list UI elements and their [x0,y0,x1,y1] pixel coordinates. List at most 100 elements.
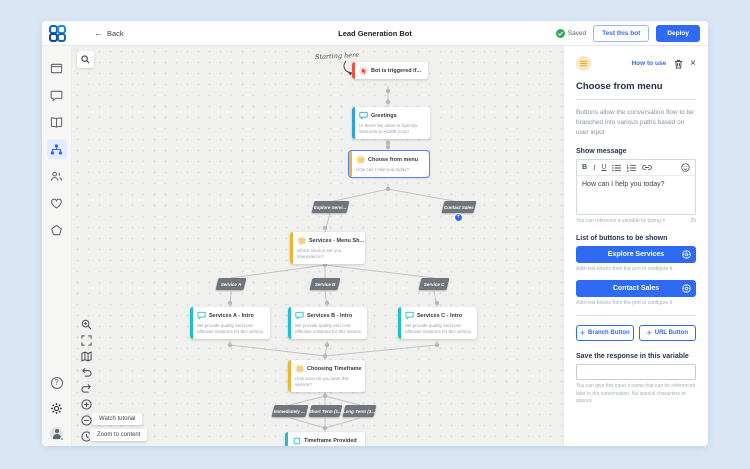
port-immediately[interactable]: Immediately ... [271,405,309,417]
test-bot-button[interactable]: Test this bot [593,24,650,42]
menu-lines-icon [297,236,306,245]
node-choose-from-menu[interactable]: Choose from menu How can I help you toda… [348,150,430,178]
dashboard-icon [50,63,63,73]
bullet-list-icon [612,164,622,172]
sidebar-item-knowledge-base[interactable] [47,112,67,132]
emoji-button[interactable] [681,163,690,172]
back-label: Back [107,28,124,38]
node-services-c-intro[interactable]: Services C - Intro We provide quality an… [398,307,477,339]
sidebar-item-engagement[interactable] [47,193,67,213]
saved-check-icon [555,28,565,38]
sidebar-item-conversations[interactable] [47,85,67,105]
save-variable-hint: You can give this input a name that can … [576,383,696,405]
button-helper: Add new blocks from the port to configur… [576,266,673,273]
redo-button[interactable] [80,382,93,395]
button-item-explore-services[interactable]: Explore Services [576,246,696,264]
canvas-search-button[interactable] [77,51,94,68]
node-subtitle: Hi there! My name is Spectra. Welcome to… [359,122,419,134]
message-input[interactable]: How can I help you today? [582,181,665,189]
port-short-term[interactable]: Short Term (1... [308,405,343,417]
search-icon [81,55,90,64]
add-url-button[interactable]: + URL Button [638,325,696,342]
back-button[interactable]: ← Back [94,28,124,38]
zoom-in-button[interactable] [80,398,93,411]
port-service-b[interactable]: Service B [309,278,341,290]
port-connector-badge[interactable]: + [454,213,463,222]
zoom-to-content-tooltip[interactable]: Zoom to content [90,429,148,441]
node-title: Bot is triggered if... [371,67,422,74]
map-icon [81,351,92,362]
node-services-b-intro[interactable]: Services B - Intro We provide quality an… [288,307,367,339]
flow-canvas[interactable]: Starting here Bot is triggered if... Gre… [72,46,563,446]
zoom-out-button[interactable] [80,414,93,427]
link-button[interactable] [642,164,653,171]
menu-lines-icon [295,364,304,373]
deploy-button[interactable]: Deploy [656,24,700,42]
undo-button[interactable] [80,366,93,379]
variable-name-input[interactable] [576,364,696,381]
underline-button[interactable]: U [601,164,607,172]
sidebar-item-audience[interactable] [47,166,67,186]
variable-hint: You can reference a variable by typing # [576,218,666,225]
node-timeframe-provided[interactable]: Timeframe Provided [285,432,365,446]
port-contact-sales[interactable]: Contact Sales [441,201,477,213]
help-button[interactable]: ? [50,377,63,389]
bold-button[interactable]: B [582,164,588,172]
show-message-label: Show message [576,148,627,156]
users-icon [50,171,63,181]
numbered-list-button[interactable] [627,164,637,172]
node-services-menu[interactable]: Services - Menu Sh... Which service are … [290,232,365,264]
bullet-list-button[interactable] [612,164,622,172]
fullscreen-button[interactable] [80,334,93,347]
message-editor: B I U How can I help you today? [576,159,696,216]
node-title: Services - Menu Sh... [309,237,365,244]
profile-avatar[interactable] [50,427,64,441]
heart-icon [51,198,62,209]
flow-connectors [227,86,460,432]
button-item-contact-sales[interactable]: Contact Sales [576,280,696,298]
panel-title: Choose from menu [576,81,696,100]
sidebar-item-integrations[interactable] [47,220,67,240]
node-choosing-timeframe[interactable]: Choosing Timeframe How soon do you want … [288,360,365,392]
node-title: Services C - Intro [417,312,463,319]
node-subtitle: We provide quality and cost-effective so… [295,322,363,334]
add-branch-button[interactable]: + Branch Button [576,325,634,342]
zoom-search-button[interactable] [80,318,93,331]
app-logo[interactable] [42,24,72,42]
minimap-button[interactable] [80,350,93,363]
expand-icon [81,335,92,346]
sidebar-item-flow-builder[interactable] [46,139,67,159]
app-window: ← Back Lead Generation Bot Saved Test th… [42,21,708,446]
button-helper: Add new blocks from the port to configur… [576,300,673,307]
node-services-a-intro[interactable]: Services A - Intro We provide quality an… [190,307,270,339]
gear-icon [51,402,62,414]
italic-button[interactable]: I [593,163,596,172]
configure-gear-icon[interactable] [682,250,691,259]
port-service-a[interactable]: Service A [215,278,247,290]
node-greetings[interactable]: Greetings Hi there! My name is Spectra. … [352,107,430,139]
delete-block-button[interactable] [674,59,683,69]
configure-gear-icon[interactable] [682,284,691,293]
link-icon [642,165,653,171]
plus-circle-icon [81,399,92,410]
settings-button[interactable] [47,398,67,418]
port-long-term[interactable]: Long Term (3... [342,405,377,417]
trash-icon [675,59,683,68]
online-status-dot [59,436,64,441]
node-subtitle: We provide quality and cost-effective so… [405,322,473,334]
how-to-use-link[interactable]: How to use [631,60,667,67]
save-variable-label: Save the response in this variable [576,353,689,361]
undo-icon [82,368,92,377]
watch-tutorial-tooltip[interactable]: Watch tutorial [92,413,143,425]
node-trigger[interactable]: Bot is triggered if... [352,62,428,79]
close-panel-button[interactable]: × [690,58,696,68]
sidebar-item-dashboard[interactable] [47,58,67,78]
magnifier-plus-icon [81,319,92,330]
port-explore-services[interactable]: Explore Servi... [311,201,350,213]
divider [576,315,696,317]
editor-toolbar: B I U [577,160,695,177]
node-title: Timeframe Provided [304,437,357,444]
port-service-c[interactable]: Service C [418,278,450,290]
block-type-icon [576,56,591,71]
numbered-list-icon [627,164,637,172]
